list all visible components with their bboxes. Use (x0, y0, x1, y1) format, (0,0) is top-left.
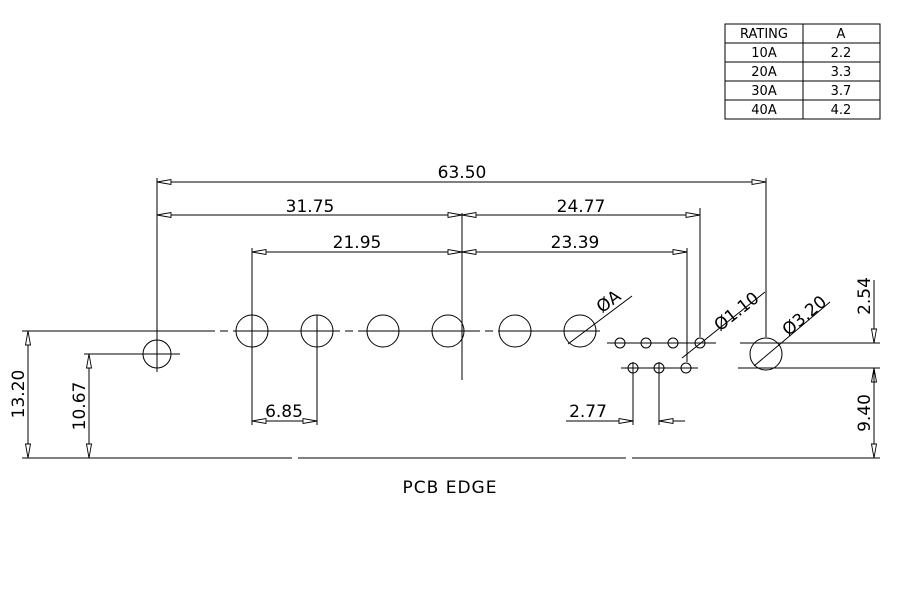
table-cell: 2.2 (831, 46, 852, 61)
dim-hole-a: ØA (593, 286, 625, 317)
table-cell: 40A (751, 103, 777, 118)
dim-height-offset: 10.67 (70, 382, 90, 431)
table-cell: 30A (751, 84, 777, 99)
dim-inner-right: 23.39 (551, 233, 600, 253)
dim-inner-left: 21.95 (333, 233, 382, 253)
mounting-hole (749, 337, 783, 371)
large-hole (563, 314, 597, 348)
dim-right-height: 9.40 (855, 394, 875, 432)
small-hole (640, 337, 652, 349)
dim-pitch-large: 6.85 (265, 402, 303, 422)
dim-half: 31.75 (286, 197, 335, 217)
dim-right-span: 24.77 (557, 197, 606, 217)
dimension-labels: 63.50 31.75 24.77 21.95 23.39 6.85 2.77 … (9, 163, 875, 432)
dim-hole-small: Ø1.10 (711, 288, 764, 335)
dim-hole-mount: Ø3.20 (779, 292, 831, 340)
table-header-rating: RATING (740, 27, 788, 42)
table-header-a: A (837, 27, 846, 42)
dim-height-total: 13.20 (9, 370, 29, 419)
large-hole (431, 314, 465, 348)
diameter-leaders (567, 291, 831, 367)
dim-small-row-gap: 2.54 (855, 277, 875, 315)
table-cell: 20A (751, 65, 777, 80)
dim-overall: 63.50 (438, 163, 487, 183)
table-cell: 4.2 (831, 103, 852, 118)
small-hole (694, 337, 706, 349)
pcb-edge-label: PCB EDGE (403, 478, 498, 498)
small-hole (614, 337, 626, 349)
dim-pitch-small: 2.77 (569, 402, 607, 422)
table-cell: 3.3 (831, 65, 852, 80)
large-hole (366, 314, 400, 348)
table-cell: 3.7 (831, 84, 852, 99)
holes (139, 314, 783, 374)
dimension-lines (24, 178, 878, 459)
pcb-edge: PCB EDGE (22, 457, 880, 498)
table-cell: 10A (751, 46, 777, 61)
rating-table: RATING A 10A 2.2 20A 3.3 30A 3.7 40A 4.2 (724, 23, 881, 120)
small-hole (680, 362, 692, 374)
small-hole (667, 337, 679, 349)
extension-lines (22, 178, 767, 425)
large-hole (498, 314, 532, 348)
